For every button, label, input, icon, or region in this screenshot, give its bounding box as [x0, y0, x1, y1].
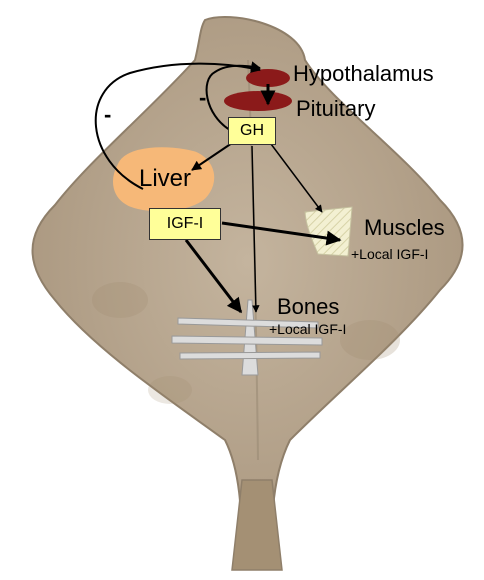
negative-feedback-outer-sign: -: [104, 104, 111, 126]
hypothalamus-label: Hypothalamus: [293, 63, 434, 85]
negative-feedback-inner-sign: -: [199, 87, 206, 109]
liver-label: Liver: [139, 167, 191, 191]
muscles-local-igf1-label: +Local IGF-I: [351, 247, 428, 261]
gh-box: GH: [228, 117, 276, 145]
bones-label: Bones: [277, 296, 339, 318]
bones-local-igf1-label: +Local IGF-I: [269, 322, 346, 336]
igf1-box: IGF-I: [149, 208, 221, 240]
pituitary-shape: [224, 91, 292, 111]
muscles-label: Muscles: [364, 217, 445, 239]
pituitary-label: Pituitary: [296, 98, 375, 120]
